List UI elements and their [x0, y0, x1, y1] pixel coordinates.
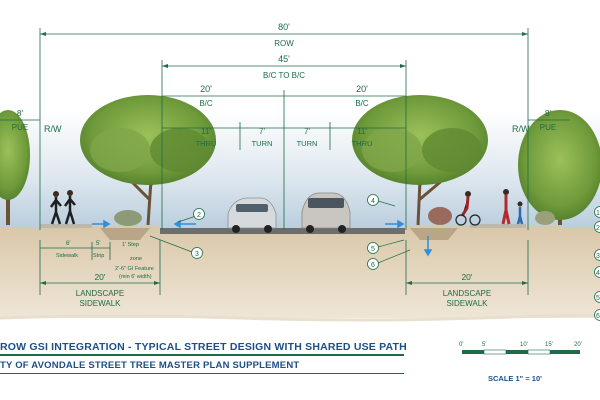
sheet-subtitle: TY OF AVONDALE STREET TREE MASTER PLAN S… — [0, 360, 300, 371]
roadway — [160, 228, 405, 234]
callout-5: 5 — [367, 239, 405, 254]
pue-left: 8' — [17, 108, 24, 118]
left-gi-feature — [100, 228, 150, 240]
water-flow-arrows — [92, 219, 433, 257]
step-zone-2: zone — [130, 256, 142, 262]
scale-tick-15: 15' — [545, 342, 553, 348]
sidewalk-width: 6' — [66, 241, 70, 247]
soil-section — [0, 226, 600, 318]
thru-left-width: 11' — [201, 127, 211, 136]
step-zone: 1' Step — [122, 242, 139, 248]
sheet-title: ROW GSI INTEGRATION - TYPICAL STREET DES… — [0, 341, 407, 353]
tree-far-right — [518, 110, 600, 225]
thru-left-label: THRU — [196, 139, 217, 148]
title-rule — [0, 354, 404, 356]
dimension-arrowheads — [40, 32, 528, 285]
callout-4: 4 — [367, 194, 396, 207]
svg-text:4: 4 — [371, 198, 375, 205]
pue-right: 8' — [545, 108, 552, 118]
half-right-label: B/C — [355, 99, 369, 108]
shrub-right — [428, 207, 452, 225]
svg-text:5: 5 — [596, 295, 600, 302]
scale-tick-20: 20' — [574, 342, 582, 348]
turn-right-label: TURN — [297, 139, 318, 148]
sidewalk-label: Sidewalk — [56, 253, 78, 259]
svg-text:2: 2 — [197, 212, 201, 219]
dimension-lines — [0, 28, 570, 295]
rw-left: R/W — [44, 124, 62, 134]
turn-left-label: TURN — [252, 139, 273, 148]
right-sidewalk — [470, 224, 526, 228]
gi-feature: 2'-6" GI Feature — [115, 266, 154, 272]
half-left-label: B/C — [199, 99, 213, 108]
turn-right-width: 7' — [304, 127, 310, 136]
pedestrians-right — [501, 189, 524, 225]
landscape-left-width: 20' — [94, 272, 105, 282]
strip-label: Strip — [93, 253, 104, 259]
pue-left-label: PUE — [12, 123, 28, 132]
svg-text:6: 6 — [371, 262, 375, 269]
landscape-right-width: 20' — [461, 272, 472, 282]
landscape-left-label-1: LANDSCAPE — [76, 289, 124, 298]
bc-label: B/C TO B/C — [263, 71, 305, 80]
scale-tick-5: 5' — [482, 342, 486, 348]
svg-text:1: 1 — [596, 210, 600, 217]
thru-right-label: THRU — [352, 139, 373, 148]
strip-width: 5' — [96, 241, 100, 247]
landscape-left-label-2: SIDEWALK — [79, 299, 121, 308]
tree-far-left — [0, 110, 30, 225]
half-right: 20' — [356, 84, 368, 94]
joggers — [49, 190, 76, 225]
landscape-right-label-2: SIDEWALK — [446, 299, 488, 308]
svg-text:3: 3 — [596, 253, 600, 260]
shrub-left — [114, 210, 142, 226]
svg-text:6: 6 — [596, 313, 600, 320]
soil-edge — [0, 313, 600, 322]
callout-6: 6 — [367, 249, 411, 270]
half-left: 20' — [200, 84, 212, 94]
left-sidewalk — [40, 224, 92, 228]
legend-numbers: 1 2 3 4 5 6 — [594, 206, 600, 321]
bc-total: 45' — [278, 54, 290, 64]
svg-text:2: 2 — [596, 225, 600, 232]
scale-label: SCALE 1" = 10' — [488, 374, 542, 383]
row-label: ROW — [274, 39, 294, 48]
cyclist — [455, 191, 481, 226]
car-left — [227, 197, 277, 233]
scale-tick-0: 0' — [459, 342, 463, 348]
car-right — [301, 192, 351, 233]
gi-feature-2: (min 6' width) — [119, 274, 152, 280]
svg-text:3: 3 — [195, 251, 199, 258]
scale-tick-10: 10' — [520, 342, 528, 348]
subtitle-rule — [0, 373, 404, 374]
landscape-right-label-1: LANDSCAPE — [443, 289, 491, 298]
svg-text:5: 5 — [371, 246, 375, 253]
shrub-far-right — [535, 211, 555, 225]
right-gi-feature — [410, 228, 458, 240]
callout-2: 2 — [177, 208, 205, 223]
pue-right-label: PUE — [540, 123, 556, 132]
callout-3: 3 — [149, 235, 203, 259]
tree-right — [352, 95, 488, 226]
scale-bar: 0' 5' 10' 15' 20' — [459, 342, 582, 355]
tree-left — [80, 95, 216, 226]
thru-right-width: 11' — [357, 127, 367, 136]
turn-left-width: 7' — [259, 127, 265, 136]
row-total: 80' — [278, 22, 290, 32]
svg-text:4: 4 — [596, 270, 600, 277]
rw-right: R/W — [512, 124, 530, 134]
